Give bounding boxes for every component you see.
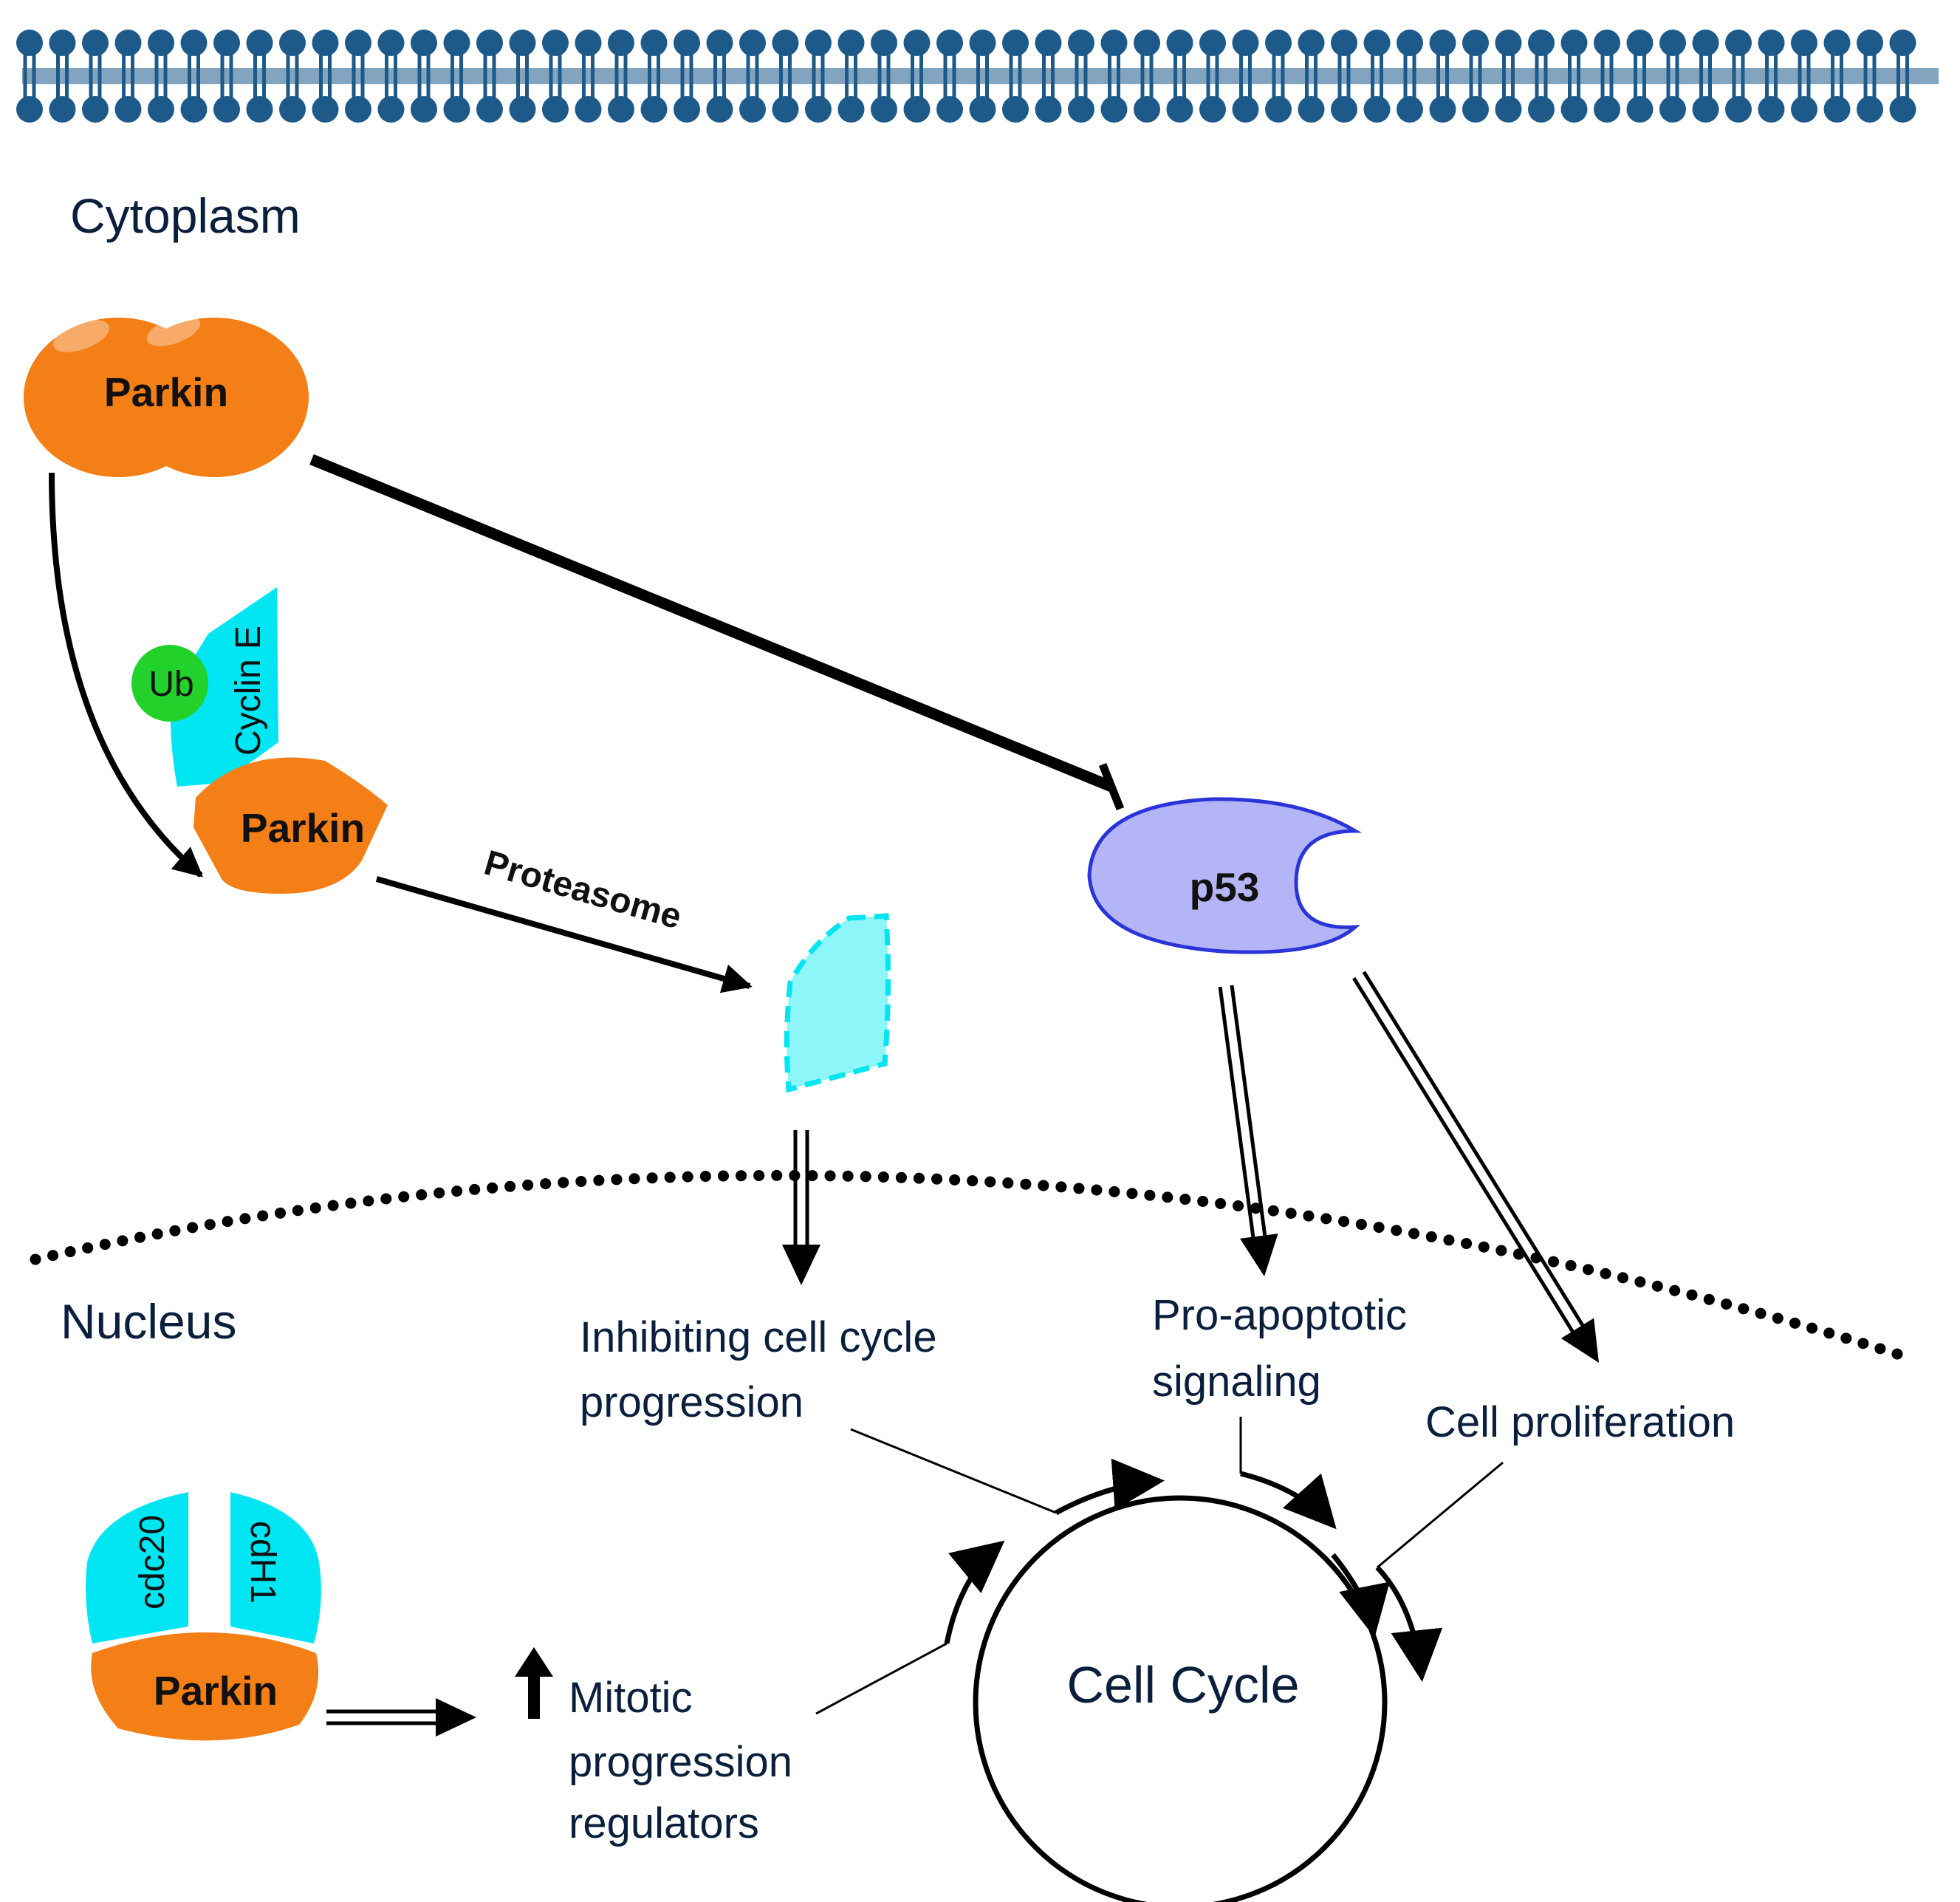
- ubiquitin: [131, 645, 208, 722]
- connector-proliferation-to-cycle: [1375, 1461, 1504, 1682]
- p53-label: p53: [1190, 864, 1260, 910]
- proteasome-edge: Proteasome: [375, 844, 753, 993]
- parkin-mid: [193, 757, 388, 894]
- inhibiting-label-2: progression: [580, 1378, 803, 1426]
- parkin-cdc20-cdh1-complex: cdc20 cdH1 Parkin: [86, 1492, 321, 1741]
- edge-parkin-to-complex: [49, 472, 204, 878]
- proteasome-label: Proteasome: [480, 844, 686, 937]
- degraded-cyclin-e: [784, 913, 891, 1093]
- nuclear-envelope: [30, 1169, 1908, 1361]
- double-arrow-p53-to-proliferation: [1352, 971, 1599, 1363]
- cyclin-e-label: Cyclin E: [229, 626, 268, 756]
- cell-cycle-circle: [973, 1495, 1388, 1902]
- double-arrow-p53-to-apoptotic: [1218, 985, 1278, 1276]
- parkin-cyclin-e-complex: Cyclin E Ub Parkin: [131, 587, 388, 894]
- mitotic-label-3: regulators: [569, 1799, 759, 1847]
- connector-mitotic-to-cycle: [815, 1540, 1005, 1715]
- double-arrow-degraded-to-inhibiting: [782, 1130, 820, 1285]
- cell-membrane: [16, 30, 1939, 123]
- proliferation-label: Cell proliferation: [1425, 1398, 1735, 1446]
- parkin-top-label: Parkin: [104, 369, 228, 415]
- connector-inhibiting-to-cycle: [850, 1428, 1165, 1516]
- cyclin-e: [171, 587, 278, 787]
- parkin-bottom-label: Parkin: [154, 1668, 278, 1714]
- mitotic-label-1: Mitotic: [569, 1674, 693, 1722]
- parkin-mid-label: Parkin: [241, 805, 365, 851]
- parkin-bottom: [91, 1632, 319, 1741]
- inhibition-edge-parkin-p53: [309, 454, 1125, 811]
- connector-apoptotic-to-cycle: [1239, 1417, 1337, 1530]
- connector-cycle-inner-arrow: [1331, 1553, 1390, 1638]
- cytoplasm-label: Cytoplasm: [70, 188, 301, 243]
- cdc20-label: cdc20: [133, 1515, 172, 1609]
- up-arrow-icon: [515, 1647, 553, 1719]
- mitotic-label-2: progression: [569, 1738, 792, 1786]
- double-arrow-parkin-to-mitotic: [326, 1698, 476, 1737]
- nucleus-label: Nucleus: [61, 1294, 236, 1349]
- cdh1-label: cdH1: [243, 1521, 282, 1604]
- inhibiting-label-1: Inhibiting cell cycle: [580, 1313, 937, 1361]
- p53-protein: p53: [1087, 797, 1363, 954]
- parkin-dimer: Parkin: [24, 315, 309, 477]
- cdh1: [230, 1492, 321, 1643]
- cell-cycle-label: Cell Cycle: [1066, 1656, 1299, 1714]
- apoptotic-label-1: Pro-apoptotic: [1152, 1291, 1407, 1339]
- ub-label: Ub: [148, 665, 193, 704]
- apoptotic-label-2: signaling: [1152, 1358, 1321, 1406]
- cdc20: [86, 1492, 189, 1643]
